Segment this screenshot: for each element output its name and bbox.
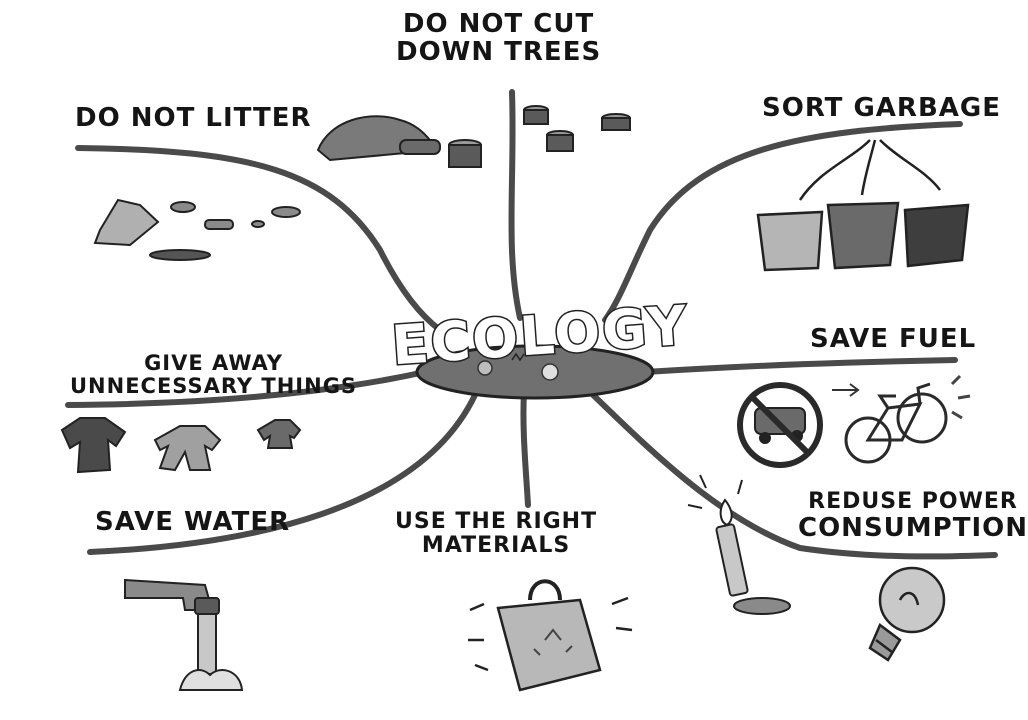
label-line: CONSUMPTION	[798, 514, 1028, 542]
label-dont-cut-trees: DO NOT CUT DOWN TREES	[396, 10, 601, 66]
branch-right-materials	[523, 392, 528, 505]
water-faucet-icon	[125, 580, 242, 690]
litter-icon	[95, 200, 300, 260]
label-line: GIVE AWAY	[70, 352, 357, 375]
label-line: USE THE RIGHT	[395, 510, 597, 534]
label-line: SAVE FUEL	[810, 325, 976, 353]
label-line: DO NOT LITTER	[75, 104, 311, 132]
arrow-icon	[832, 384, 858, 396]
label-line: SORT GARBAGE	[762, 94, 1001, 122]
recycle-bag-icon	[468, 581, 632, 690]
label-line: MATERIALS	[395, 534, 597, 558]
no-car-icon	[740, 385, 820, 465]
label-sort-garbage: SORT GARBAGE	[762, 94, 1001, 122]
branch-dont-cut-trees	[511, 92, 520, 318]
garbage-bins-icon	[758, 140, 968, 270]
label-save-water: SAVE WATER	[95, 508, 290, 536]
label-reduse-power: REDUSE POWER CONSUMPTION	[798, 490, 1028, 542]
clothes-icon	[62, 418, 300, 472]
branch-save-fuel	[645, 360, 955, 372]
label-give-away: GIVE AWAY UNNECESSARY THINGS	[70, 352, 357, 397]
light-bulb-icon	[870, 568, 944, 660]
label-right-materials: USE THE RIGHT MATERIALS	[395, 510, 597, 558]
label-line: REDUSE POWER	[798, 490, 1028, 514]
label-line: DOWN TREES	[396, 38, 601, 66]
tree-stump-icon	[318, 106, 630, 167]
label-line: UNNECESSARY THINGS	[70, 375, 357, 398]
bicycle-icon	[846, 384, 946, 462]
label-line: DO NOT CUT	[396, 10, 601, 38]
label-dont-litter: DO NOT LITTER	[75, 104, 311, 132]
motion-marks	[952, 376, 970, 418]
label-line: SAVE WATER	[95, 508, 290, 536]
label-save-fuel: SAVE FUEL	[810, 325, 976, 353]
